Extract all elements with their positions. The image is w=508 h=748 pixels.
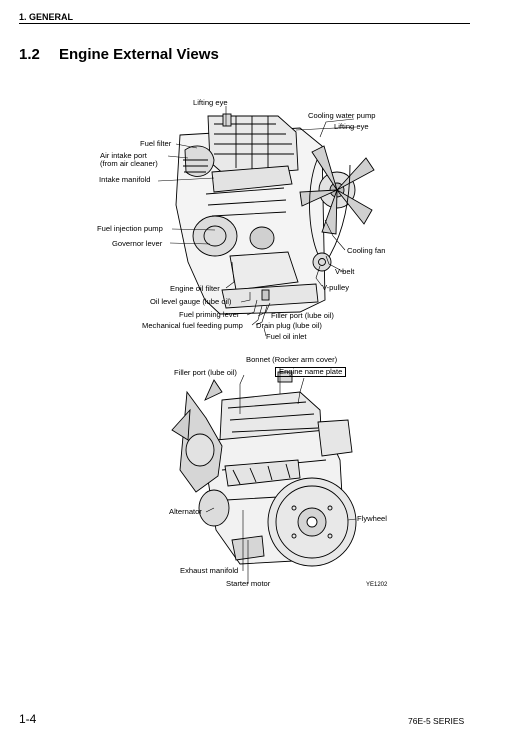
label-v-pulley: V-pulley xyxy=(322,283,350,292)
label-flywheel: Flywheel xyxy=(357,514,387,523)
figure2-leader-lines xyxy=(205,367,357,584)
label-exhaust-manifold: Exhaust manifold xyxy=(180,566,239,575)
label-filler-port-lube: Filler port (lube oil) xyxy=(271,311,334,320)
label-mechanical-fuel-pump: Mechanical fuel feeding pump xyxy=(142,321,243,330)
label-fuel-injection-pump: Fuel injection pump xyxy=(97,224,163,233)
label-starter-motor: Starter motor xyxy=(226,579,271,588)
label-drain-plug: Drain plug (lube oil) xyxy=(256,321,322,330)
label-engine-oil-filter: Engine oil filter xyxy=(170,284,220,293)
label-engine-name-plate: Engine name plate xyxy=(275,367,347,378)
label-alternator: Alternator xyxy=(169,507,202,516)
label-cooling-water-pump: Cooling water pump xyxy=(308,111,376,120)
figure-code: YE1202 xyxy=(366,582,388,588)
label-cooling-fan: Cooling fan xyxy=(347,246,386,255)
label-lifting-eye-right: Lifting eye xyxy=(334,122,369,131)
engine-view-fan-side xyxy=(175,113,375,315)
engine-view-flywheel-side xyxy=(171,371,357,567)
label-lifting-eye-left: Lifting eye xyxy=(193,98,228,107)
label-fuel-filter: Fuel filter xyxy=(140,139,172,148)
series-name: 76E-5 SERIES xyxy=(408,716,465,726)
page-number: 1-4 xyxy=(19,712,37,726)
label-fuel-oil-inlet: Fuel oil inlet xyxy=(266,332,307,341)
label-filler-port: Filler port (lube oil) xyxy=(174,368,237,377)
label-v-belt: V-belt xyxy=(335,267,355,276)
page-title: 1.2 Engine External Views xyxy=(19,46,219,63)
label-governor-lever: Governor lever xyxy=(112,239,163,248)
section-number: 1.2 xyxy=(19,46,40,63)
label-air-intake-port-sub: (from air cleaner) xyxy=(100,159,158,168)
figure1-leader-lines xyxy=(157,106,357,337)
label-bonnet: Bonnet (Rocker arm cover) xyxy=(246,355,338,364)
section-title: Engine External Views xyxy=(59,46,219,63)
label-air-intake-port: Air intake port xyxy=(100,151,147,160)
header-rule xyxy=(19,23,470,24)
section-header: 1. GENERAL xyxy=(19,12,74,22)
label-fuel-priming-lever: Fuel priming lever xyxy=(179,310,240,319)
label-intake-manifold: Intake manifold xyxy=(99,175,151,184)
label-oil-level-gauge: Oil level gauge (lube oil) xyxy=(150,297,232,306)
